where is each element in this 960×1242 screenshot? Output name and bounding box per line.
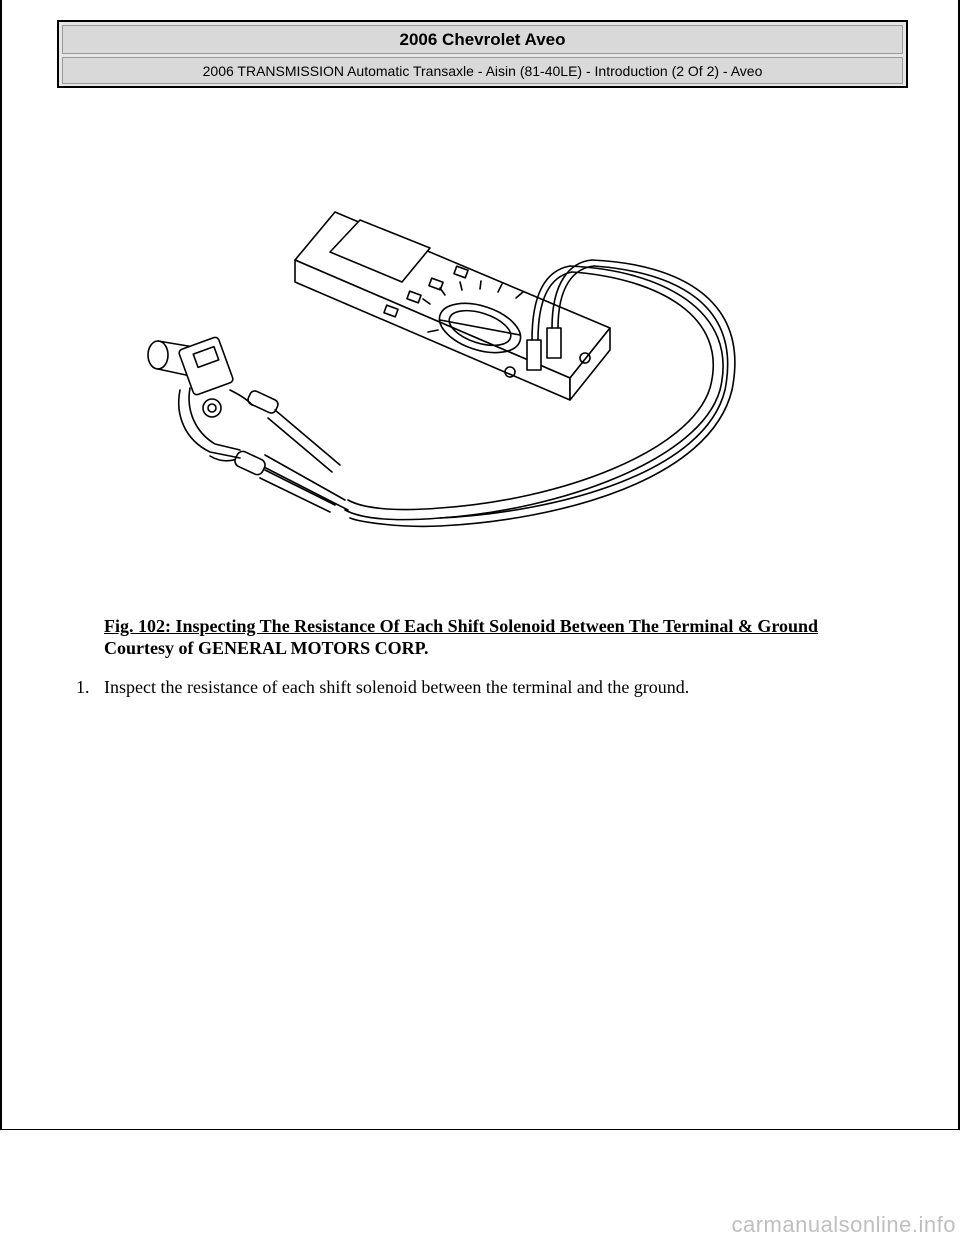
figure-caption: Fig. 102: Inspecting The Resistance Of E… (104, 615, 818, 659)
step-text: Inspect the resistance of each shift sol… (104, 677, 690, 697)
figure-credit: Courtesy of GENERAL MOTORS CORP. (104, 638, 429, 658)
multimeter-body (294, 211, 611, 401)
test-leads (209, 259, 736, 528)
step-item: 1. Inspect the resistance of each shift s… (76, 676, 689, 698)
page-bottom-rule (0, 1129, 960, 1130)
watermark: carmanualsonline.info (731, 1212, 956, 1237)
page-border (0, 0, 960, 1130)
shift-solenoid (147, 336, 253, 459)
multimeter-illustration (140, 200, 740, 540)
document-title: 2006 Chevrolet Aveo (62, 25, 903, 54)
document-subtitle: 2006 TRANSMISSION Automatic Transaxle - … (62, 57, 903, 84)
probe-plugs (526, 259, 595, 371)
step-number: 1. (76, 677, 90, 697)
figure-title: Fig. 102: Inspecting The Resistance Of E… (104, 616, 819, 636)
document-header: 2006 Chevrolet Aveo 2006 TRANSMISSION Au… (57, 20, 908, 88)
